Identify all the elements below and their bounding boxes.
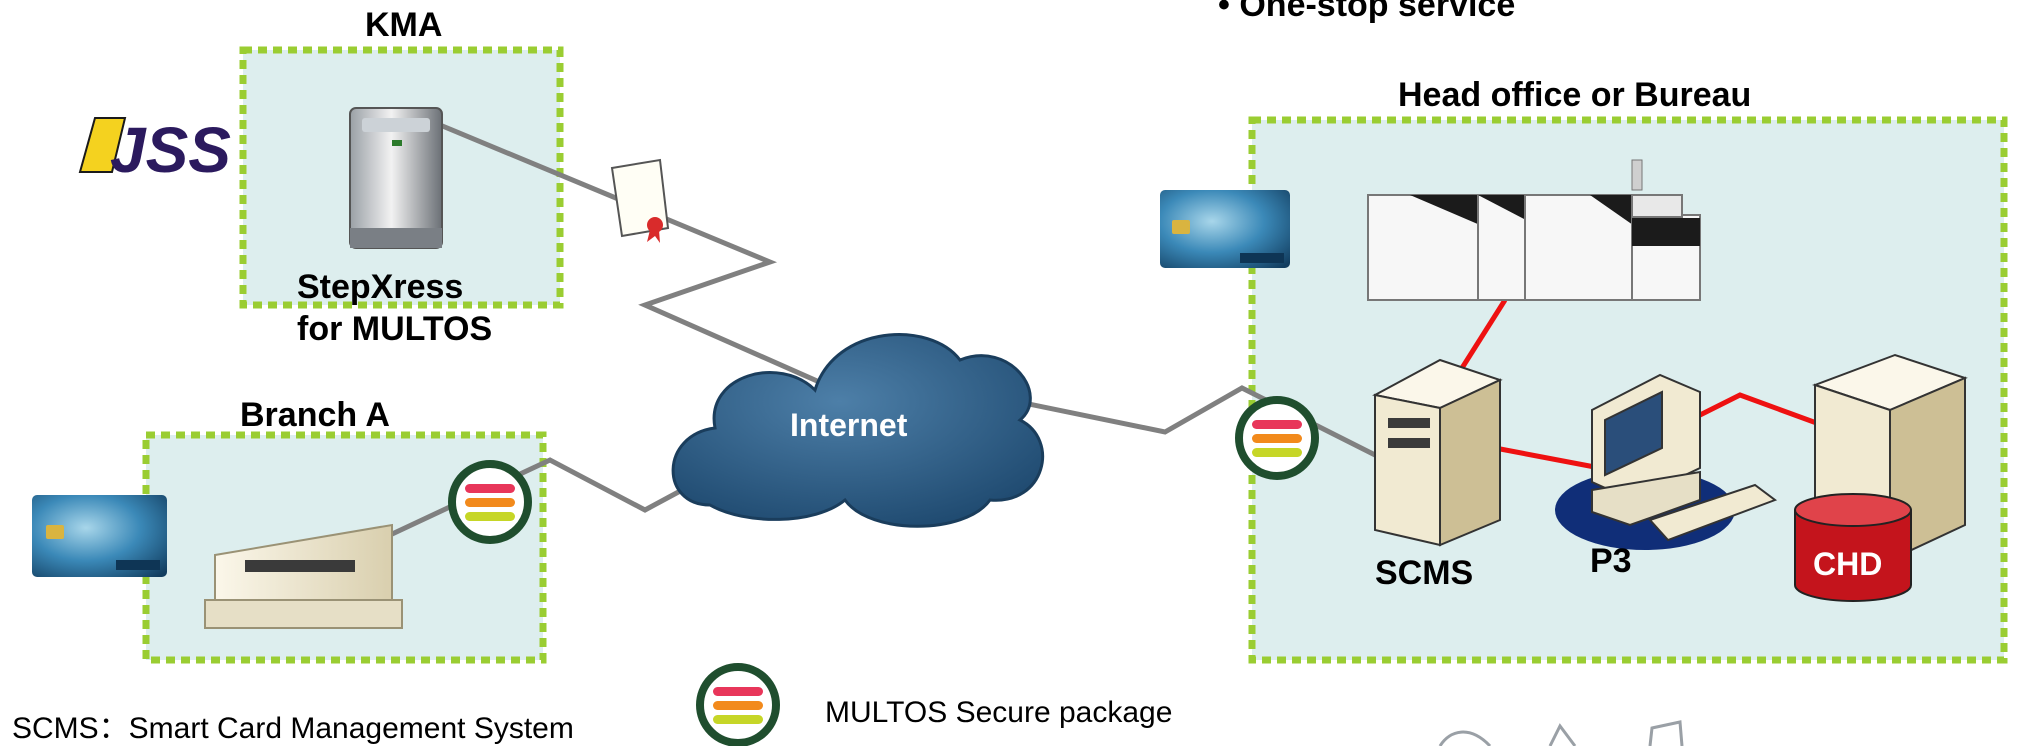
internet-cloud-icon — [671, 333, 1045, 528]
branch-title: Branch A — [240, 396, 390, 434]
card-production-machine-icon — [1367, 159, 1701, 301]
bullet-text: • One-stop service — [1218, 0, 1515, 25]
card-printer-icon — [204, 523, 403, 629]
head-office-title: Head office or Bureau — [1398, 76, 1752, 114]
legend-label: MULTOS Secure package — [825, 696, 1173, 729]
decorative-lineart — [1438, 720, 1684, 746]
scms-label: SCMS — [1375, 554, 1474, 592]
chd-label: CHD — [1813, 546, 1883, 582]
svg-text:JSS: JSS — [110, 114, 231, 186]
chd-database-icon — [1794, 493, 1912, 602]
p3-workstation-icon — [1555, 373, 1778, 550]
bullet-label: One-stop service — [1239, 0, 1516, 24]
kma-server-icon — [349, 107, 443, 249]
smart-card-icon — [1160, 190, 1290, 268]
kma-internet-link — [439, 122, 844, 395]
p3-chd-link — [1688, 392, 1823, 428]
scms-p3-link — [1494, 445, 1601, 471]
secure-package-icon — [448, 460, 532, 544]
secure-package-icon — [1235, 396, 1319, 480]
certificate-icon — [610, 158, 670, 243]
p3-label: P3 — [1590, 542, 1632, 580]
internet-label: Internet — [790, 407, 908, 443]
scms-server-icon — [1372, 358, 1503, 547]
kma-product-line2: for MULTOS — [297, 310, 493, 348]
scms-definition: SCMS：Smart Card Management System — [12, 712, 574, 745]
smart-card-icon — [32, 495, 167, 577]
legend-secure-package-icon — [696, 663, 780, 746]
jss-logo: JSS — [78, 114, 231, 186]
printer-scms-link — [1459, 298, 1508, 370]
kma-product-line1: StepXress — [297, 268, 464, 306]
kma-title: KMA — [365, 6, 443, 44]
